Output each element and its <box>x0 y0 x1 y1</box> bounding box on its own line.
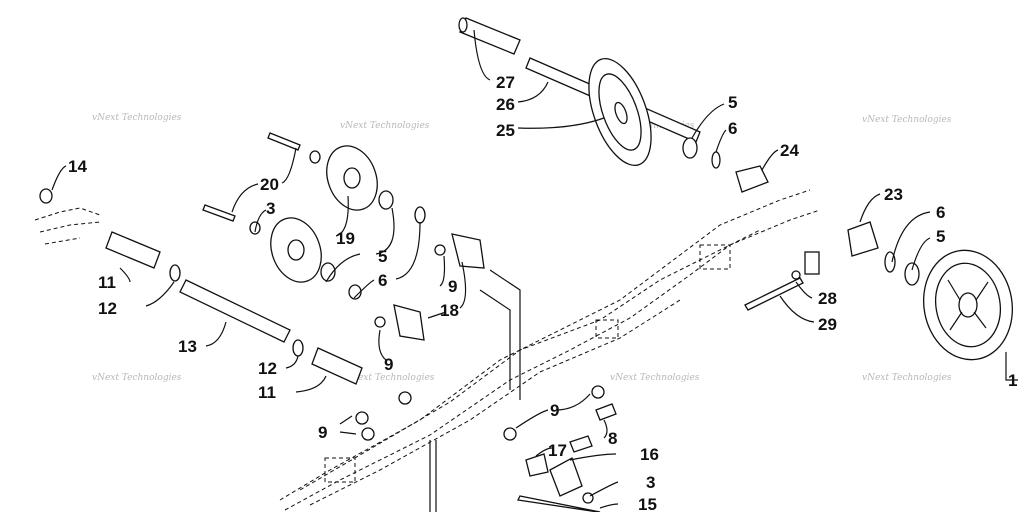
bracket-16 <box>549 457 583 497</box>
callout-20: 20 <box>260 175 279 194</box>
hub-24 <box>735 165 769 193</box>
shaft-27 <box>459 17 521 55</box>
bracket-18a <box>451 233 485 269</box>
watermark: vNext Technologies <box>92 373 182 383</box>
leader-lines <box>51 29 1018 509</box>
bolt-20 <box>267 132 301 151</box>
callouts: 27 26 25 5 6 24 14 20 3 19 5 6 9 23 6 5 … <box>68 73 1017 512</box>
callout-28: 28 <box>818 289 837 308</box>
watermark: vNext Technologies <box>610 373 700 383</box>
bolt-20b <box>202 204 236 222</box>
callout-25: 25 <box>496 121 515 140</box>
watermarks: vNext Technologies vNext Technologies vN… <box>92 113 952 383</box>
idler-wheels <box>202 132 426 300</box>
cross-shafts <box>39 188 617 512</box>
watermark: vNext Technologies <box>862 373 952 383</box>
callout-27: 27 <box>496 73 515 92</box>
callout-9: 9 <box>384 355 393 374</box>
callout-15: 15 <box>638 495 657 512</box>
slide-rail-frame <box>34 189 821 511</box>
callout-29: 29 <box>818 315 837 334</box>
callout-6: 6 <box>936 203 945 222</box>
callout-17: 17 <box>548 441 567 460</box>
callout-19: 19 <box>336 229 355 248</box>
bracket <box>804 251 820 275</box>
callout-26: 26 <box>496 95 515 114</box>
watermark: vNext Technologies <box>340 121 430 131</box>
callout-12: 12 <box>258 359 277 378</box>
bracket-18b <box>393 304 425 341</box>
callout-6: 6 <box>728 119 737 138</box>
callout-5: 5 <box>378 247 387 266</box>
callout-11: 11 <box>98 273 116 292</box>
callout-23: 23 <box>884 185 903 204</box>
callout-13: 13 <box>178 337 197 356</box>
shaft-13 <box>179 279 291 343</box>
callout-3: 3 <box>646 473 655 492</box>
sleeve-11a <box>105 231 161 269</box>
sleeve-11b <box>311 347 363 385</box>
callout-9: 9 <box>550 401 559 420</box>
callout-8: 8 <box>608 429 617 448</box>
nut-14 <box>39 188 53 204</box>
callout-5: 5 <box>936 227 945 246</box>
watermark: vNext Technologies <box>345 373 435 383</box>
watermark: vNext Technologies <box>862 115 952 125</box>
spacer-17 <box>525 453 549 477</box>
callout-6: 6 <box>378 271 387 290</box>
callout-5: 5 <box>728 93 737 112</box>
callout-12: 12 <box>98 299 117 318</box>
callout-1: 1 <box>1008 371 1017 390</box>
watermark: vNext Technologies <box>92 113 182 123</box>
callout-9: 9 <box>318 423 327 442</box>
callout-16: 16 <box>640 445 659 464</box>
callout-14: 14 <box>68 157 87 176</box>
right-wheel-assembly <box>744 221 1014 361</box>
bolt-29 <box>744 277 804 311</box>
nut-28 <box>791 270 801 280</box>
hub-23 <box>847 221 879 257</box>
callout-3: 3 <box>266 199 275 218</box>
callout-9: 9 <box>448 277 457 296</box>
callout-11: 11 <box>258 383 276 402</box>
callout-24: 24 <box>780 141 799 160</box>
callout-18: 18 <box>440 301 459 320</box>
